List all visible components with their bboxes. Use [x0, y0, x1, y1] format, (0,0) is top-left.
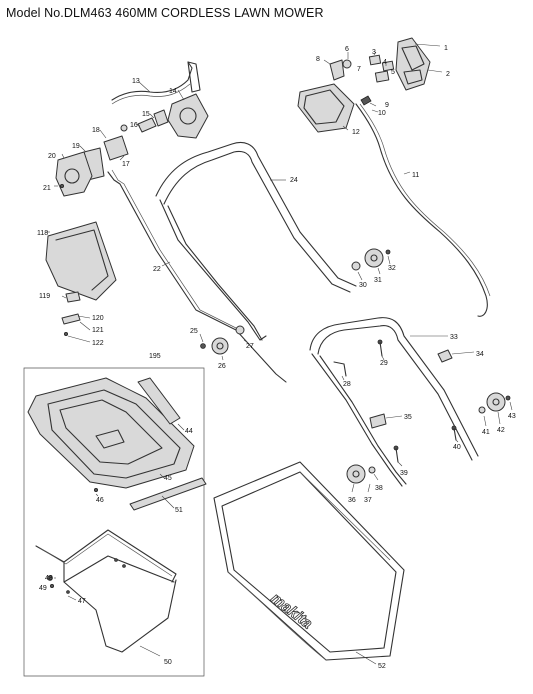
callout-118: 118: [37, 230, 48, 237]
upper-handle-24: [155, 141, 357, 341]
callout-7: 7: [357, 66, 361, 73]
callout-30: 30: [359, 282, 367, 289]
callout-18: 18: [92, 127, 100, 134]
callout-29: 29: [380, 360, 388, 367]
callout-34: 34: [476, 351, 484, 358]
callout-48: 48: [45, 575, 53, 582]
callout-38: 38: [375, 485, 383, 492]
callout-12: 12: [352, 129, 360, 136]
knob-set-30-32: [351, 248, 391, 281]
callout-16: 16: [130, 122, 138, 129]
callout-31: 31: [374, 277, 382, 284]
callout-47: 47: [78, 598, 86, 605]
callout-21: 21: [43, 185, 51, 192]
switch-box-assembly: [297, 37, 443, 133]
callout-45: 45: [164, 475, 172, 482]
callout-27: 27: [246, 343, 254, 350]
callout-11: 11: [412, 172, 419, 179]
callout-2: 2: [446, 71, 450, 78]
wire-frame-50: [35, 529, 177, 657]
callout-40: 40: [453, 444, 461, 451]
callout-17: 17: [122, 161, 130, 168]
callout-26: 26: [218, 363, 226, 370]
callout-51: 51: [175, 507, 183, 514]
lower-handle-33: [309, 317, 479, 487]
callout-32: 32: [388, 265, 396, 272]
callout-49: 49: [39, 585, 47, 592]
callout-52: 52: [378, 663, 386, 670]
makita-logo-text: makita: [268, 590, 316, 633]
callout-14: 14: [169, 88, 177, 95]
callout-35: 35: [404, 414, 412, 421]
small-parts-118-122: [45, 221, 117, 343]
grass-box-frame-44-51: [27, 377, 207, 511]
callout-1: 1: [444, 45, 448, 52]
callout-3: 3: [372, 49, 376, 56]
callout-43: 43: [508, 413, 516, 420]
callout-120: 120: [92, 315, 104, 322]
callout-122: 122: [92, 340, 104, 347]
knob-set-25-27: [199, 325, 249, 361]
callout-50: 50: [164, 659, 172, 666]
callout-37: 37: [364, 497, 372, 504]
callout-4: 4: [383, 59, 387, 66]
callout-9: 9: [385, 102, 389, 109]
callout-19: 19: [72, 143, 80, 150]
handle-hardware: [333, 339, 475, 429]
callout-25: 25: [190, 328, 198, 335]
control-rod-22: [107, 169, 287, 383]
callout-44: 44: [185, 428, 193, 435]
callout-195: 195: [149, 353, 161, 360]
page-title: Model No.DLM463 460MM CORDLESS LAWN MOWE…: [6, 6, 324, 20]
callout-119: 119: [39, 293, 50, 300]
callout-layer: 1234567891011121314151617181920212224252…: [37, 45, 516, 670]
callout-22: 22: [153, 266, 161, 273]
callout-46: 46: [96, 497, 104, 504]
callout-20: 20: [48, 153, 56, 160]
callout-24: 24: [290, 177, 298, 184]
callout-15: 15: [142, 111, 150, 118]
knob-set-36-43: [346, 392, 513, 493]
motor-lever-assembly: [54, 61, 209, 197]
callout-28: 28: [343, 381, 351, 388]
callout-10: 10: [378, 110, 386, 117]
kit-195-box: [23, 367, 205, 677]
callout-33: 33: [450, 334, 458, 341]
callout-41: 41: [482, 429, 490, 436]
grass-bag-52: makita: [213, 461, 405, 665]
callout-13: 13: [132, 78, 140, 85]
callout-8: 8: [316, 56, 320, 63]
callout-6: 6: [345, 46, 349, 53]
callout-39: 39: [400, 470, 408, 477]
callout-36: 36: [348, 497, 356, 504]
callout-5: 5: [391, 69, 395, 76]
cable-11: [355, 103, 491, 317]
callout-42: 42: [497, 427, 505, 434]
callout-121: 121: [92, 327, 104, 334]
